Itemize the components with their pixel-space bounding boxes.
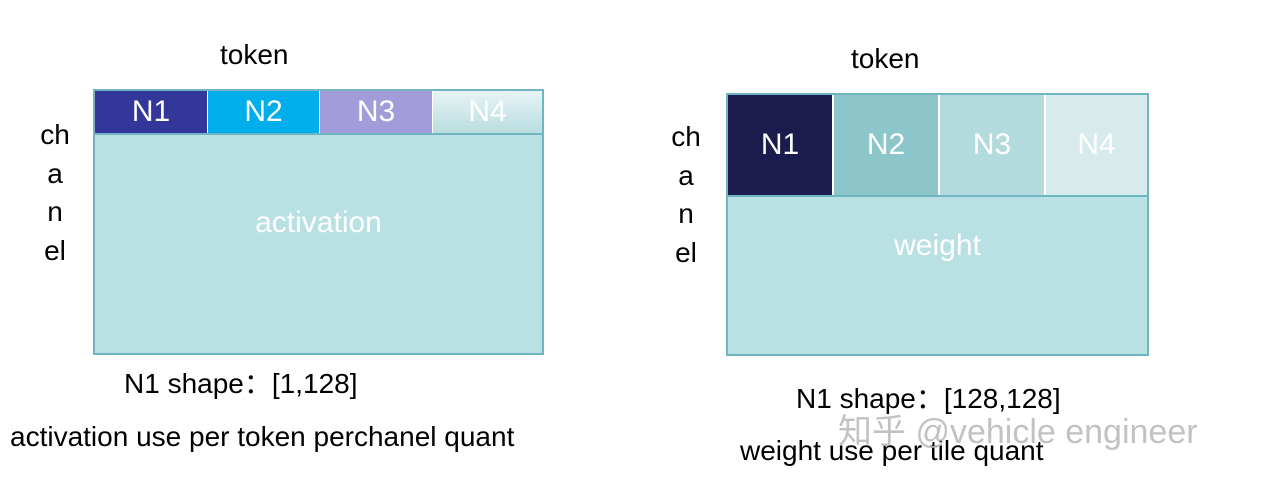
activation-token-label: token bbox=[220, 39, 289, 70]
activation-matrix: N1 N2 N3 N4 activation bbox=[93, 89, 544, 355]
weight-tile-n2: N2 bbox=[832, 95, 938, 195]
activation-channel-label: chanel bbox=[40, 119, 70, 266]
weight-tile-n1: N1 bbox=[728, 95, 832, 195]
activation-tile-n3: N3 bbox=[319, 91, 432, 133]
weight-tile-n2-label: N2 bbox=[866, 128, 906, 161]
weight-matrix: N1 N2 N3 N4 weight bbox=[726, 93, 1149, 356]
activation-tile-n3-label: N3 bbox=[356, 95, 396, 128]
weight-tile-n3: N3 bbox=[938, 95, 1044, 195]
activation-body-label: activation bbox=[255, 206, 382, 239]
activation-tile-n2: N2 bbox=[207, 91, 319, 133]
weight-tile-n4: N4 bbox=[1044, 95, 1147, 195]
weight-token-label: token bbox=[851, 43, 920, 74]
activation-tile-n2-label: N2 bbox=[244, 95, 283, 128]
activation-tile-n4-label: N4 bbox=[468, 95, 507, 128]
activation-tile-n4: N4 bbox=[432, 91, 542, 133]
watermark: 知乎 @vehicle engineer bbox=[838, 413, 1198, 451]
weight-tile-n3-label: N3 bbox=[972, 128, 1012, 161]
weight-body-label: weight bbox=[894, 229, 981, 262]
weight-tile-n4-label: N4 bbox=[1077, 128, 1116, 161]
weight-shape-text: N1 shape：[128,128] bbox=[796, 383, 1061, 414]
activation-tile-n1: N1 bbox=[95, 91, 207, 133]
activation-caption: activation use per token perchanel quant bbox=[10, 421, 515, 452]
weight-tile-n1-label: N1 bbox=[760, 128, 800, 161]
activation-shape-text: N1 shape：[1,128] bbox=[124, 368, 358, 399]
weight-channel-label: chanel bbox=[671, 121, 701, 268]
activation-tile-n1-label: N1 bbox=[131, 95, 171, 128]
weight-caption: weight use per tile quant bbox=[740, 435, 1044, 466]
